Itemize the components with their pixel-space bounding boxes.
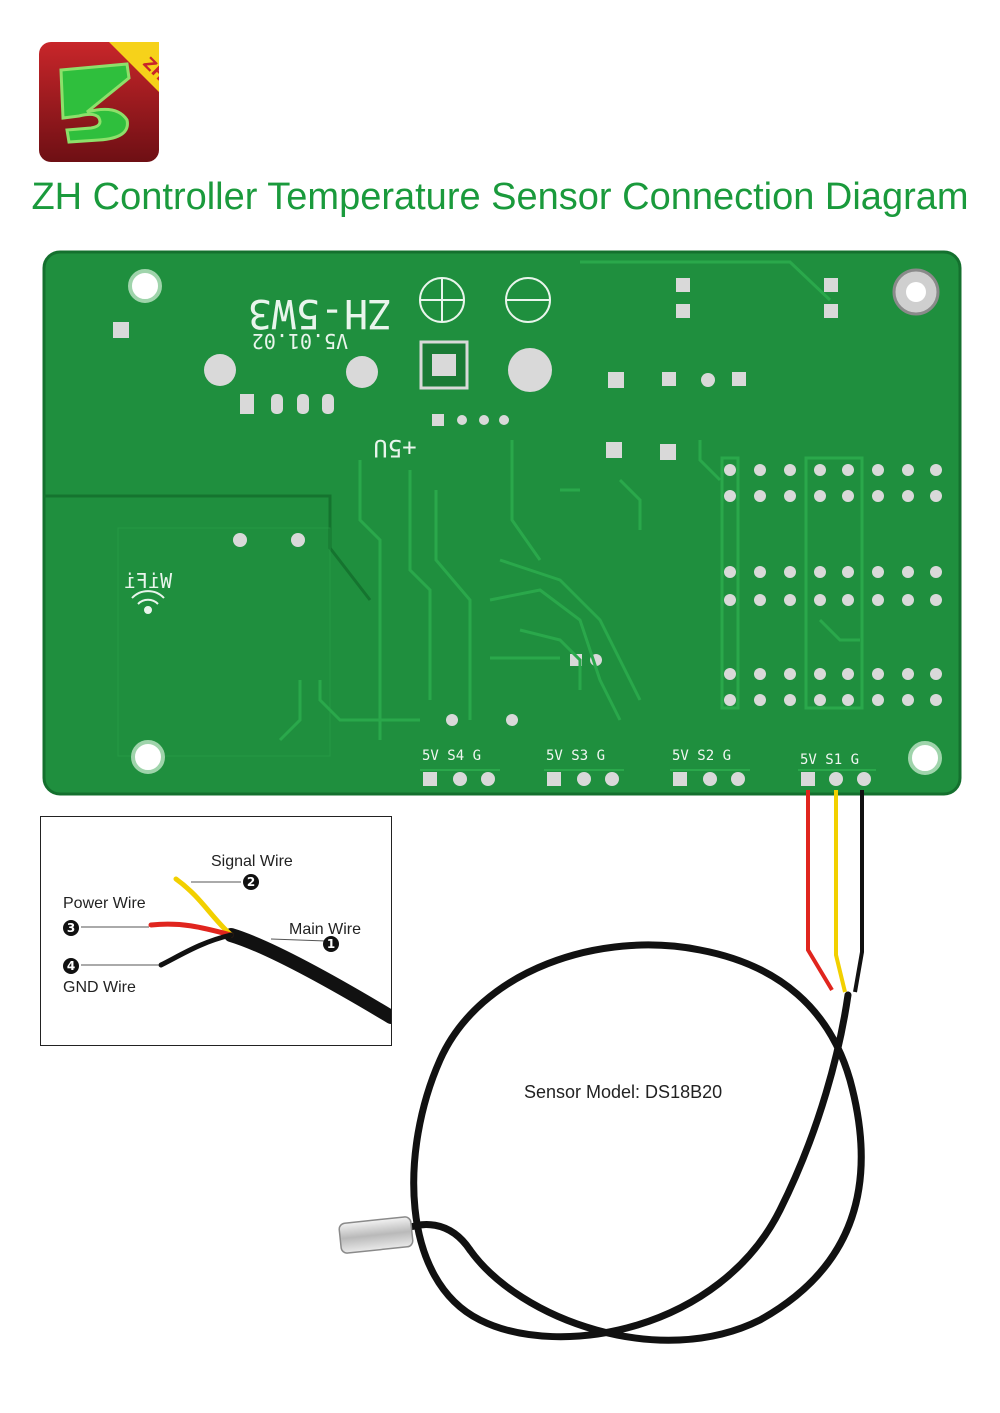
- sensor-probe: [338, 1216, 414, 1254]
- minus-terminal-icon: [505, 277, 551, 323]
- number-1-icon: 1: [323, 935, 339, 952]
- gnd-wire-label: GND Wire: [63, 979, 136, 996]
- sensor-port-pads: [423, 772, 871, 786]
- component-pads: [113, 278, 838, 726]
- port-label-s2: 5V S2 G: [672, 748, 731, 764]
- board-version-label: V5.01.02: [252, 329, 348, 353]
- number-2-icon: 2: [243, 873, 259, 890]
- wifi-label: WiFi: [124, 569, 172, 593]
- wifi-icon: [131, 590, 165, 614]
- connector-pad-grid: [720, 456, 942, 710]
- sensor-ports: 5V S4 G 5V S3 G 5V S2 G 5V S1 G: [422, 748, 859, 768]
- signal-wire-label: Signal Wire: [211, 853, 293, 870]
- plus-terminal-icon: [419, 277, 465, 323]
- diagram-title: ZH Controller Temperature Sensor Connect…: [31, 176, 969, 218]
- pcb-traces: [278, 260, 860, 742]
- port-label-s3: 5V S3 G: [546, 748, 605, 764]
- power-pads: [204, 340, 552, 392]
- sensor-model-label: Sensor Model: DS18B20: [524, 1082, 723, 1102]
- main-wire-label: Main Wire: [289, 921, 362, 938]
- board-model-label: ZH-5W3: [248, 290, 393, 336]
- zh-logo-icon: ZH: [39, 42, 159, 162]
- mounting-holes: [128, 269, 942, 775]
- number-3-icon: 3: [63, 919, 79, 936]
- sensor-cable: [396, 941, 865, 1344]
- number-4-icon: 4: [63, 957, 79, 974]
- power-label: +5U: [373, 434, 416, 462]
- power-wire-label: Power Wire: [63, 895, 146, 912]
- port-label-s4: 5V S4 G: [422, 748, 481, 764]
- sensor-lead-wires: [806, 790, 864, 993]
- wire-detail-inset: Signal Wire 2 Power Wire 3 Main Wire 1 4…: [40, 816, 392, 1046]
- port-label-s1: 5V S1 G: [800, 752, 859, 768]
